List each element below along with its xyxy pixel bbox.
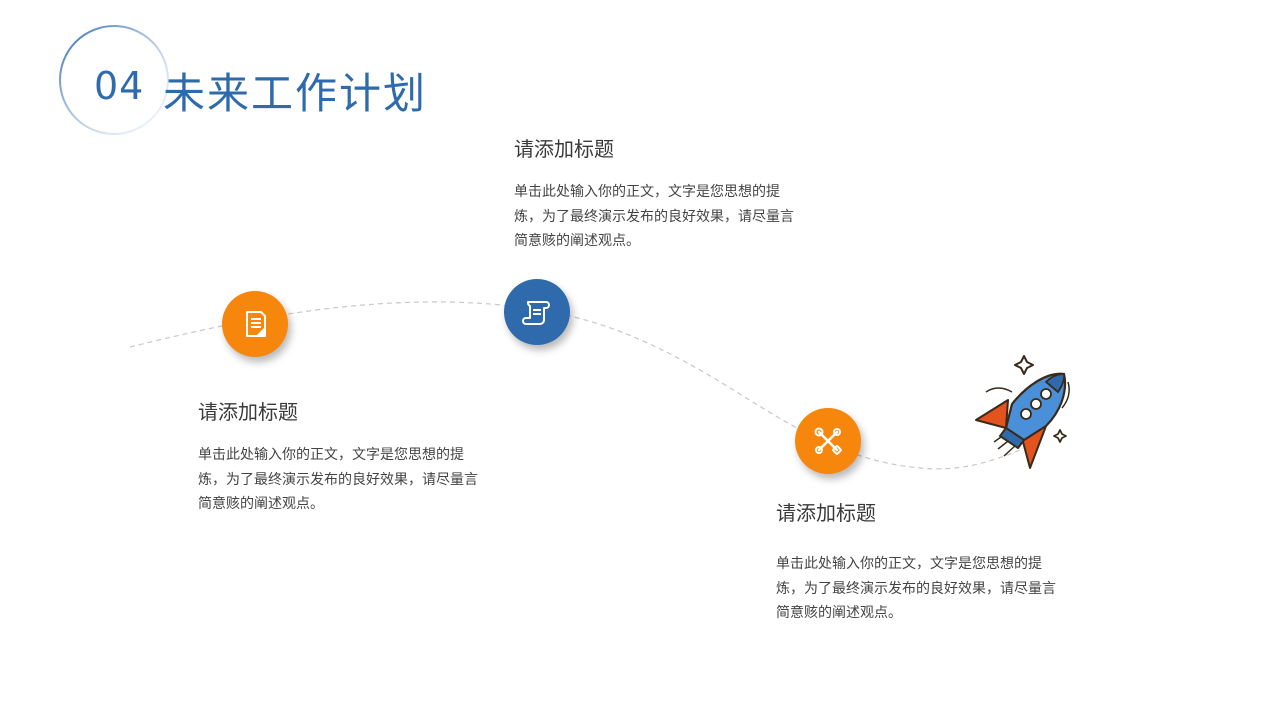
step-2-node[interactable] <box>504 279 570 345</box>
scroll-icon <box>522 301 550 325</box>
step-3-card: 请添加标题 单击此处输入你的正文，文字是您思想的提炼，为了最终演示发布的良好效果… <box>776 497 1066 626</box>
step-1-title: 请添加标题 <box>198 400 298 424</box>
header-ring-decoration <box>59 25 169 135</box>
step-3-node[interactable] <box>795 408 861 474</box>
step-3-body: 单击此处输入你的正文，文字是您思想的提炼，为了最终演示发布的良好效果，请尽量言简… <box>776 556 1056 621</box>
document-icon <box>246 311 266 337</box>
step-2-body: 单击此处输入你的正文，文字是您思想的提炼，为了最终演示发布的良好效果，请尽量言简… <box>514 184 794 249</box>
step-2-card: 请添加标题 单击此处输入你的正文，文字是您思想的提炼，为了最终演示发布的良好效果… <box>514 133 804 254</box>
tools-icon <box>814 427 842 455</box>
step-1-body: 单击此处输入你的正文，文字是您思想的提炼，为了最终演示发布的良好效果，请尽量言简… <box>198 447 478 512</box>
section-number: 04 <box>94 64 145 108</box>
step-1-card: 请添加标题 单击此处输入你的正文，文字是您思想的提炼，为了最终演示发布的良好效果… <box>198 396 488 517</box>
step-2-title: 请添加标题 <box>514 137 614 161</box>
step-3-title: 请添加标题 <box>776 501 876 525</box>
rocket-icon <box>975 355 1070 469</box>
step-1-node[interactable] <box>222 291 288 357</box>
page-title: 未来工作计划 <box>163 69 428 118</box>
